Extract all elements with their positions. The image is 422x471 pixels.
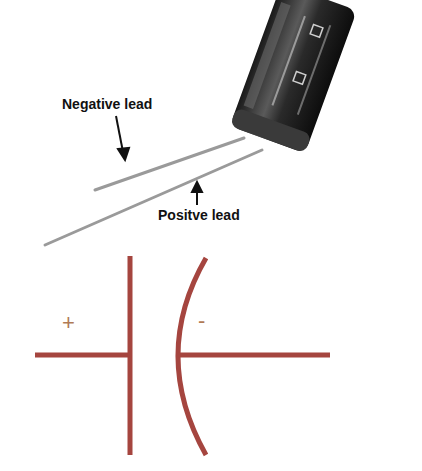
part-label: Positve lead [158,207,240,223]
polarity-mark: - [198,308,205,334]
capacitor-photo [45,0,357,245]
polarity-mark: + [62,310,75,336]
capacitor-symbol [35,256,330,455]
leader-arrows [116,116,202,205]
part-label: Negative lead [62,96,152,112]
